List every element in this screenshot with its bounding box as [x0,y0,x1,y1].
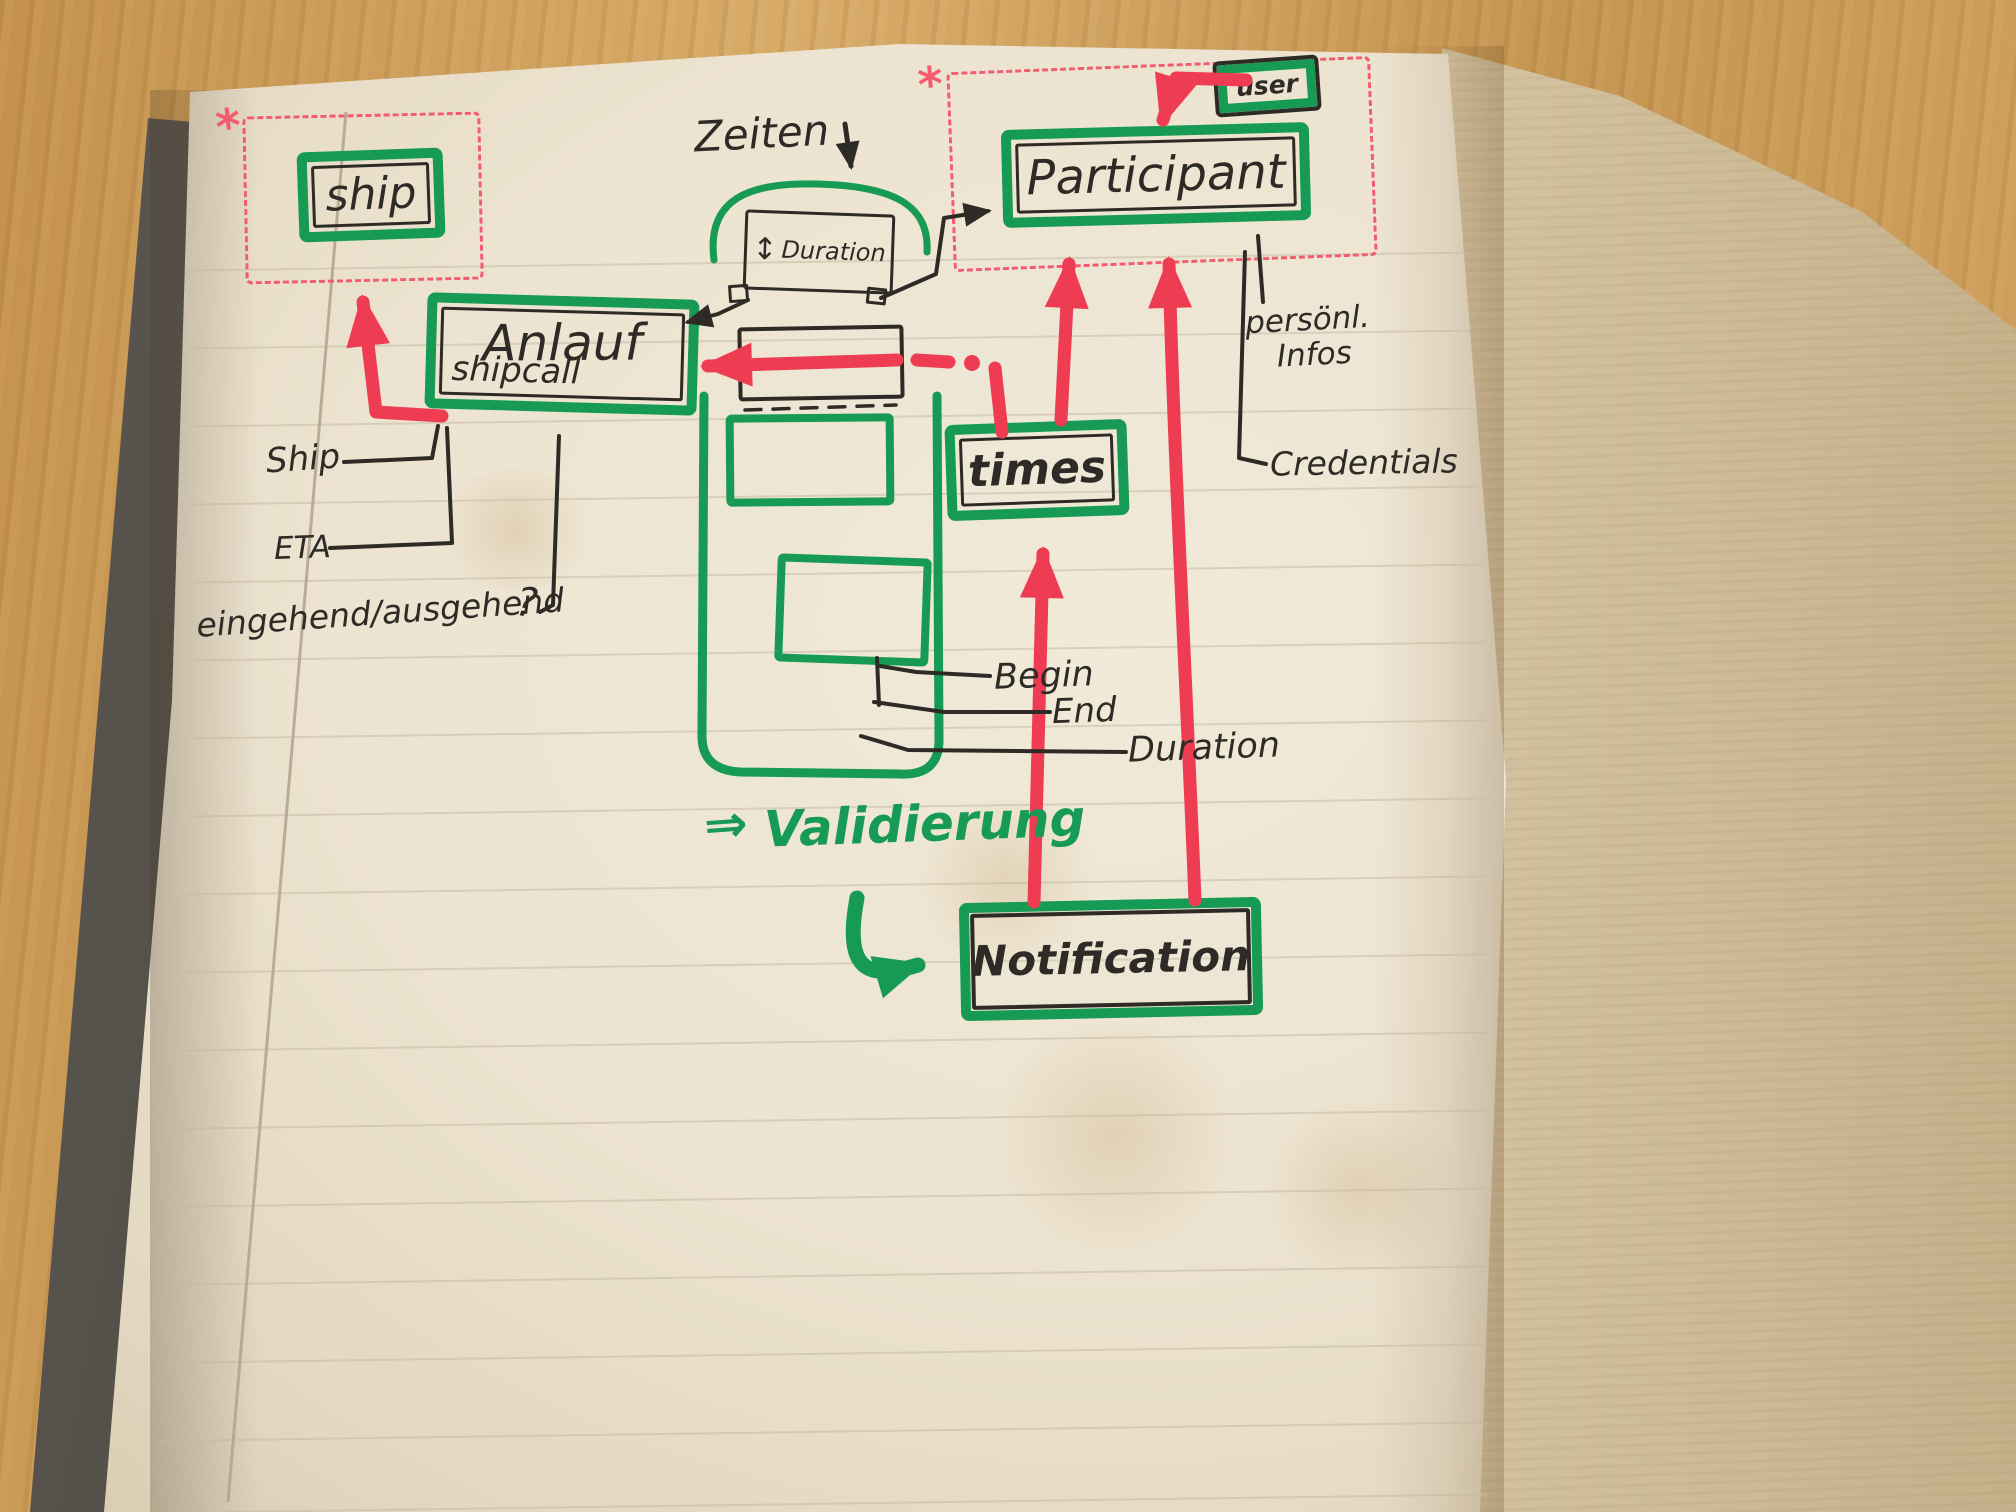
anlauf-entity-box: Anlauf shipcall [424,292,700,416]
coffee-stain [430,470,600,590]
required-asterisk: * [916,56,946,114]
required-asterisk: * [213,97,244,157]
time-entry-box-3 [774,553,932,667]
user-entity-box: user [1212,54,1322,118]
validierung-label: Validierung [763,789,1087,859]
duration-attribute-label: Duration [1127,725,1281,771]
page-gutter-shadow [150,90,260,1512]
ship-attribute-label: Ship [264,436,342,482]
participant-entity-box: Participant [1000,121,1312,229]
duration-attribute-box: ↕ Duration [742,209,896,295]
credentials-label: Credentials [1269,441,1459,484]
participant-entity-label: Participant [1025,143,1287,207]
notification-entity-label: Notification [971,931,1251,986]
times-entity-label: times [967,441,1107,498]
eta-attribute-label: ETA [273,529,332,567]
coffee-stain [980,1020,1250,1250]
zeiten-label: Zeiten [692,105,831,162]
duration-attribute-label: Duration [780,236,887,268]
personal-infos-line1: persönl. [1244,298,1371,342]
time-entry-box-2 [725,413,895,507]
ship-entity-label: ship [324,167,418,222]
personal-infos-line2: Infos [1275,334,1353,375]
coffee-stain [1255,1095,1465,1280]
anlauf-entity-title: Anlauf [482,313,643,373]
notification-entity-box: Notification [958,896,1264,1022]
page-curl-shadow [1372,46,1504,1512]
question-mark: ? [513,579,540,627]
times-entity-box: times [944,418,1130,522]
ship-entity-box: ship [296,147,446,243]
time-entry-box-1 [737,324,905,402]
personal-infos-label: persönl. Infos [1244,298,1372,375]
implies-arrow-icon: ⇒ [701,793,750,857]
updown-arrow-icon: ↕ [751,231,779,268]
end-attribute-label: End [1051,689,1118,733]
user-entity-label: user [1235,68,1299,103]
